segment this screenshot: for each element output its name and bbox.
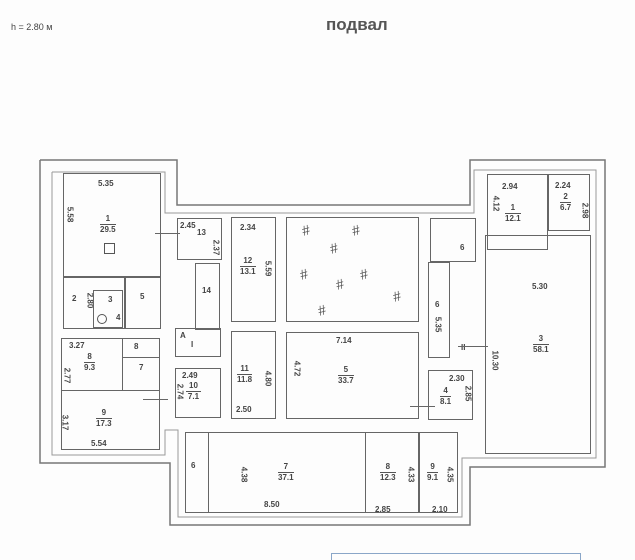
room-number: 14 — [202, 286, 211, 295]
dimension-label: 2.85 — [375, 505, 391, 514]
dimension-label: 2.49 — [182, 371, 198, 380]
room-3-4-left — [93, 290, 123, 328]
room-number: 2 — [72, 294, 77, 303]
room-5-left — [125, 277, 161, 329]
dimension-label: 2.37 — [211, 239, 221, 256]
door-mark — [143, 399, 168, 400]
dimension-label: 10.30 — [490, 350, 500, 371]
room-3-right — [485, 235, 591, 454]
ceiling-height-note: h = 2.80 м — [11, 22, 53, 32]
blue-frame — [331, 553, 581, 560]
room-1-left — [63, 173, 161, 277]
room-5-middle — [286, 332, 419, 419]
room-8-small — [122, 338, 160, 358]
door-mark — [155, 233, 180, 234]
dimension-label: 2.30 — [449, 374, 465, 383]
dimension-label: 2.94 — [502, 182, 518, 191]
room-1-right — [487, 174, 548, 250]
room-number: 6 — [435, 300, 440, 309]
room-9-left — [61, 390, 160, 450]
dimension-label: 4.35 — [445, 466, 455, 483]
dimension-label: 2.45 — [180, 221, 196, 230]
dimension-label: 2.74 — [175, 383, 185, 400]
room-number: 6 — [191, 461, 196, 470]
room-10 — [175, 368, 221, 418]
room-6-bottom — [185, 432, 209, 513]
room-8-bottom — [365, 432, 419, 513]
dimension-label: 4.33 — [406, 466, 416, 483]
room-number: 5 — [140, 292, 145, 301]
dimension-label: 5.58 — [65, 206, 75, 223]
dimension-label: 5.59 — [263, 260, 273, 277]
room-4-right — [428, 370, 473, 420]
room-2-left — [63, 277, 125, 329]
dimension-label: 2.24 — [555, 181, 571, 190]
room-6-corridor — [428, 262, 450, 358]
dimension-label: 2.10 — [432, 505, 448, 514]
column-icon — [104, 243, 115, 254]
dimension-label: 4.80 — [263, 370, 273, 387]
dimension-label: 2.34 — [240, 223, 256, 232]
dimension-label: 2.85 — [463, 385, 473, 402]
dimension-label: 8.50 — [264, 500, 280, 509]
dimension-label: 2.77 — [62, 367, 72, 384]
door-mark — [410, 406, 435, 407]
room-6-top-right — [430, 218, 476, 262]
toilet-icon — [97, 314, 107, 324]
room-9-bottom — [419, 432, 458, 513]
floor-title: подвал — [326, 15, 388, 34]
dimension-label: 5.35 — [98, 179, 114, 188]
dimension-label: 7.14 — [336, 336, 352, 345]
room-number: 4 — [116, 313, 121, 322]
stair-label: II — [461, 343, 466, 352]
door-mark — [458, 346, 488, 347]
room-number: 6 — [460, 243, 465, 252]
room-number: 3 — [108, 295, 113, 304]
dimension-label: 5.30 — [532, 282, 548, 291]
dimension-label: 2.98 — [580, 202, 590, 219]
room-number: A — [180, 331, 186, 340]
dimension-label: 2.50 — [236, 405, 252, 414]
room-2-right — [548, 174, 590, 231]
room-12 — [231, 217, 276, 322]
room-13 — [177, 218, 222, 260]
dimension-label: 4.38 — [239, 466, 249, 483]
dimension-label: 4.72 — [292, 360, 302, 377]
dimension-label: 4.12 — [491, 195, 501, 212]
room-number: 7 — [139, 363, 144, 372]
room-number: 13 — [197, 228, 206, 237]
room-a — [175, 328, 221, 357]
dimension-label: 5.54 — [91, 439, 107, 448]
room-14 — [195, 263, 220, 330]
dimension-label: 5.35 — [433, 316, 443, 333]
room-11 — [231, 331, 276, 419]
dimension-label: 3.27 — [69, 341, 85, 350]
room-number: 8 — [134, 342, 139, 351]
hatched-room — [286, 217, 419, 322]
dimension-label: 3.17 — [60, 414, 70, 431]
room-number: I — [191, 340, 194, 349]
